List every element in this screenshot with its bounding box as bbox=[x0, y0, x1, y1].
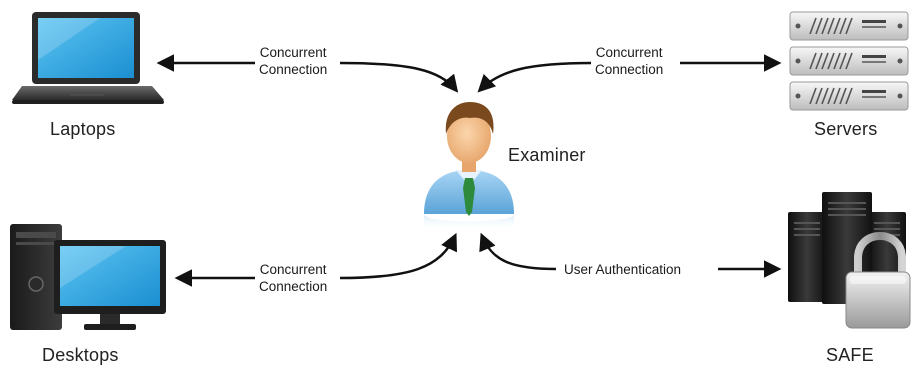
safe-connection-label: User Authentication bbox=[560, 261, 686, 278]
desktop-computer-icon bbox=[10, 224, 166, 330]
edge-label-line: Concurrent bbox=[595, 45, 663, 60]
padlock-server-icon bbox=[788, 192, 911, 329]
edge-label-line: Concurrent bbox=[259, 262, 327, 277]
edge-label-line: Connection bbox=[595, 62, 664, 77]
desktops-label: Desktops bbox=[42, 345, 119, 365]
laptops-label: Laptops bbox=[50, 119, 116, 139]
desktop-connection-arrow bbox=[174, 232, 457, 287]
edge-label-line: Connection bbox=[259, 279, 328, 294]
edge-label-line: User Authentication bbox=[564, 262, 682, 277]
servers-label: Servers bbox=[814, 119, 878, 139]
laptop-icon bbox=[12, 12, 164, 104]
desktop-connection-label: Concurrent Connection bbox=[255, 261, 332, 295]
safe-connection-arrow bbox=[479, 232, 782, 278]
user-icon bbox=[424, 102, 514, 230]
safe-label: SAFE bbox=[826, 345, 874, 365]
examiner-label: Examiner bbox=[508, 145, 586, 165]
edge-label-line: Connection bbox=[259, 62, 328, 77]
server-connection-label: Concurrent Connection bbox=[591, 44, 668, 78]
laptop-connection-arrow bbox=[156, 54, 459, 93]
server-connection-arrow bbox=[477, 54, 782, 93]
laptop-connection-label: Concurrent Connection bbox=[255, 44, 332, 78]
edge-label-line: Concurrent bbox=[259, 45, 327, 60]
server-rack-icon bbox=[789, 11, 909, 111]
